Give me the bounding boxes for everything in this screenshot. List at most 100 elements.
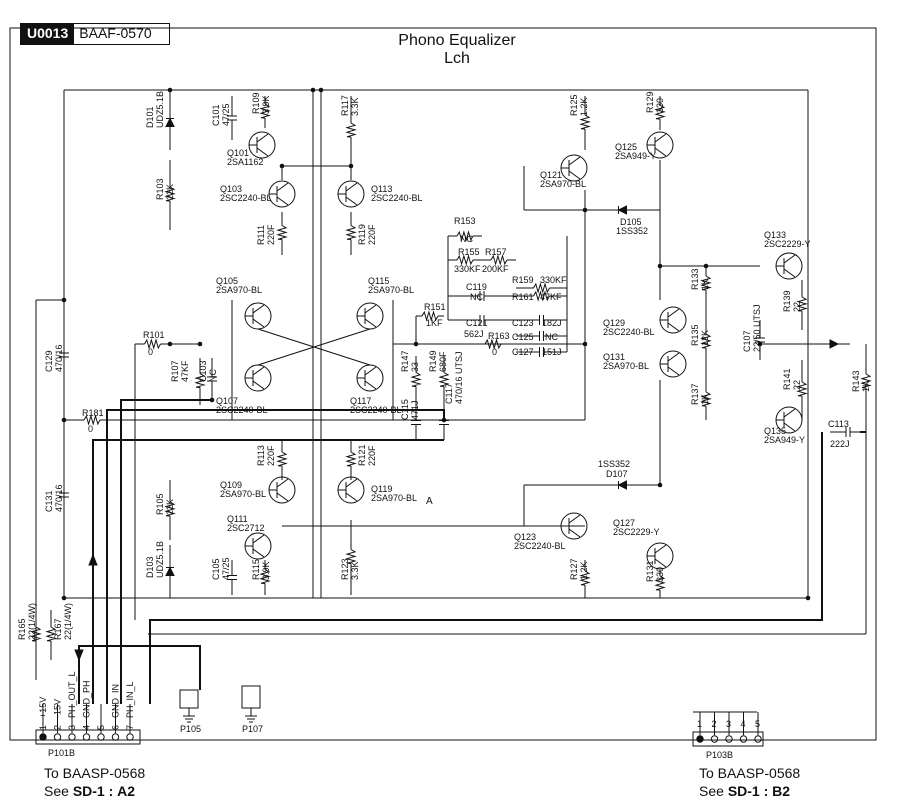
junction-dot [197,341,203,347]
capacitor-value: 22/50 UTSJ [752,304,762,352]
pin-name: +15V [38,697,48,718]
resistor-r113 [276,451,288,467]
transistor-ref: Q115 [368,276,389,286]
resistor-value: 0 [492,347,497,357]
transistor-part: 2SC2240-BL [220,193,272,203]
resistor-r127 [579,570,591,586]
pin-number: 6 [111,725,121,730]
transistor-collector [667,352,680,362]
resistor-value: 47KF [180,360,190,382]
transistor-part: 2SC2240-BL [514,541,566,551]
capacitor-ref: C131 [44,490,54,512]
capacitor-ref: C115 [400,399,410,420]
resistor-value: 220F [266,445,276,466]
resistor-r103 [164,186,176,202]
diagram-title: Phono Equalizer [398,32,516,49]
unit-id: U0013 [21,24,75,44]
transistor-emitter [276,492,289,502]
transistor-ref: Q107 [216,396,238,406]
junction-dot [413,341,419,347]
resistor-ref: R133 [690,268,700,290]
diode-ref: D107 [606,469,628,479]
diode-ref: D101 [145,106,155,128]
pin-number: 7 [125,725,135,730]
capacitor-value: 47/25 [221,557,231,580]
resistor-r131 [654,575,666,591]
resistor-ref: R161 [512,292,534,302]
resistor-r121 [345,451,357,467]
transistor-collector [654,133,667,143]
connector-label: P103B [706,750,733,760]
junction-dot [167,87,173,93]
transistor-emitter [256,147,269,157]
resistor-r133 [700,275,712,291]
resistor-r115 [259,569,271,584]
connector-pin [739,735,748,743]
transistor-ref: Q105 [216,276,238,286]
signal-arrow [74,649,84,662]
capacitor-value: NC [208,369,218,382]
transistor-emitter [364,380,377,390]
resistor-ref: R109 [251,92,261,114]
transistor-ref: Q133 [764,230,786,240]
resistor-r149 [438,372,450,387]
resistor-value: 330 [655,98,665,113]
resistor-value: 22K [165,499,175,515]
resistor-r167 [45,626,57,642]
pin-number: 3 [726,719,731,729]
resistor-value: 1.2K [579,97,589,116]
pin-name: PH_OUT_L [67,671,77,718]
connector-pin [82,733,91,741]
connector-pin [725,735,733,743]
resistor-ref: R125 [569,94,579,116]
resistor-ref: R159 [512,275,534,285]
pin-number: 1 [697,719,702,729]
pin-number: 5 [96,725,106,730]
capacitor-value: 470/16 UTSJ [454,351,464,404]
capacitor-ref: C113 [828,419,849,429]
pin-name: PH_IN_L [125,681,135,718]
capacitor-value: 562J [464,329,484,339]
transistor-ref: Q129 [603,318,625,328]
connector-pin [53,733,62,741]
transistor-collector [252,534,265,544]
capacitor-ref: C129 [44,350,54,372]
resistor-r159 [533,282,550,294]
resistor-value: 1.2K [579,561,589,580]
transistor-emitter [568,170,581,180]
capacitor-value: 470/16 [54,484,64,512]
transistor-emitter [783,268,796,278]
transistor-ref: Q135 [764,426,786,436]
capacitor-value: 222J [830,439,850,449]
junction-dot [348,163,354,169]
resistor-value: 330KF [454,264,481,274]
transistor-ref: Q131 [603,352,625,362]
diode-part: 1SS352 [616,226,648,236]
connector-p101b [35,729,141,745]
p103b-see: See SD-1 : B2 [699,783,791,799]
resistor-value: 1K [700,394,710,405]
resistor-r181 [83,414,101,426]
transistor-collector [783,408,796,418]
transistor-part: 2SC2229-Y [764,239,811,249]
resistor-ref: R113 [256,445,266,466]
junction-dot [61,595,67,601]
transistor-ref: Q121 [540,170,562,180]
junction-dot [167,341,173,347]
transistor-collector [568,514,581,524]
connector-label: P107 [242,724,263,734]
transistor-collector [345,478,358,488]
resistor-ref: R143 [851,370,861,392]
junction-dot [209,397,215,403]
resistor-r141 [796,381,808,397]
transistor-emitter [654,147,667,157]
resistor-r137 [700,391,712,407]
junction-dot [61,417,67,423]
resistor-value: 3.9K [261,561,271,580]
transistor-part: 2SA949-Y [615,151,656,161]
junction-dot [757,341,763,347]
resistor-ref: R137 [690,383,700,405]
resistor-value: 47KF [540,292,562,302]
junction-dot [582,341,588,347]
